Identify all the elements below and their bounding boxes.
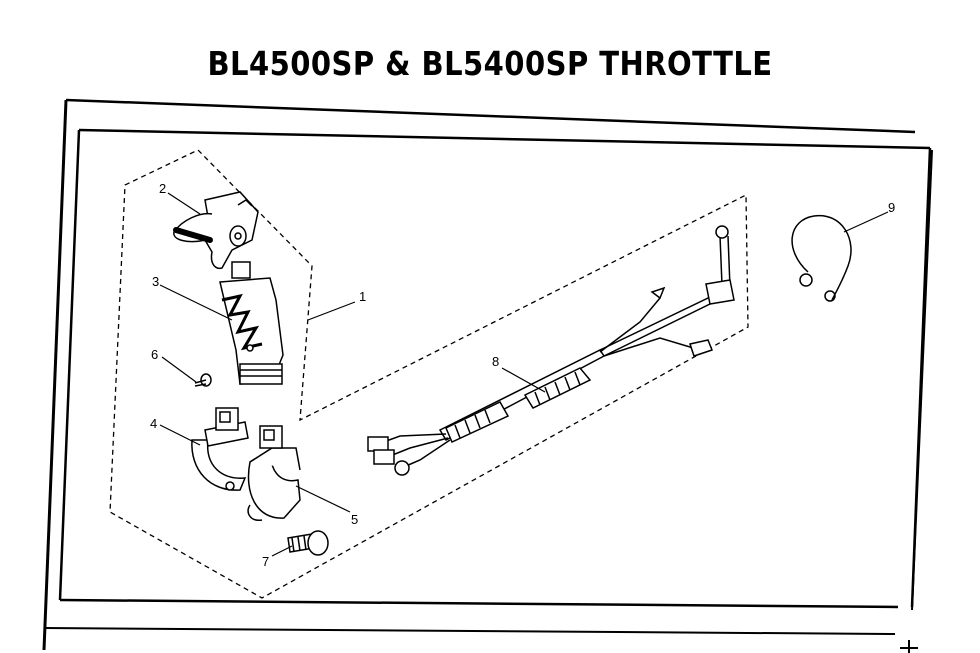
callout-6: 6 bbox=[151, 347, 158, 362]
retaining-clip-part-9 bbox=[791, 214, 852, 302]
callout-3: 3 bbox=[152, 274, 159, 289]
leader-lines bbox=[159, 192, 889, 557]
clamp-half-part-5 bbox=[247, 425, 301, 521]
outer-frame bbox=[42, 98, 933, 653]
callout-9: 9 bbox=[888, 200, 895, 215]
wire-harness-part-8 bbox=[367, 225, 735, 476]
callout-2: 2 bbox=[159, 181, 166, 196]
callout-8: 8 bbox=[492, 354, 499, 369]
inner-frame bbox=[58, 128, 932, 609]
throttle-trigger-part-2 bbox=[173, 191, 259, 270]
callout-5: 5 bbox=[351, 512, 358, 527]
screw-part-6 bbox=[194, 373, 212, 387]
callout-1: 1 bbox=[359, 289, 366, 304]
clamp-half-part-4 bbox=[191, 407, 249, 491]
callout-7: 7 bbox=[262, 554, 269, 569]
grip-part-3 bbox=[219, 261, 284, 385]
page-title: BL4500SP & BL5400SP THROTTLE bbox=[207, 44, 773, 83]
bolt-part-7 bbox=[287, 530, 329, 556]
callout-4: 4 bbox=[150, 416, 157, 431]
assembly-1-dashed-boundary bbox=[109, 149, 749, 599]
